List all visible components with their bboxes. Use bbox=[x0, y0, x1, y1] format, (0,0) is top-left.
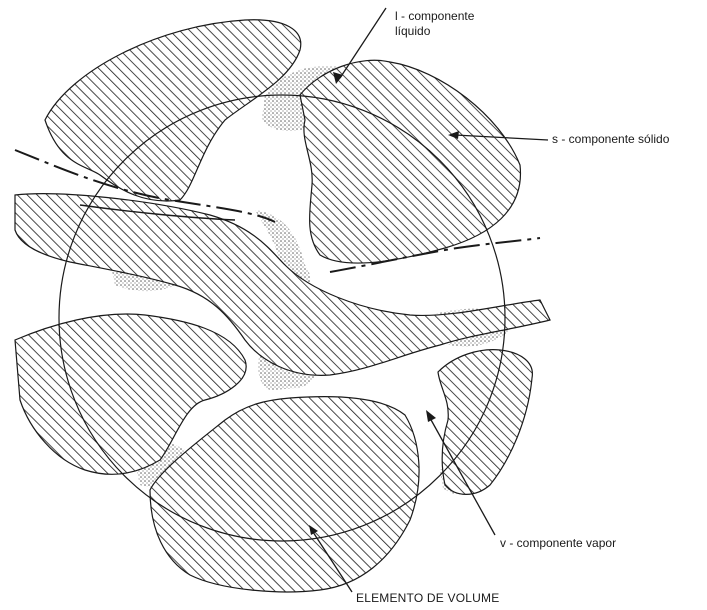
solid-particle-right bbox=[438, 350, 532, 495]
label-solid-component: s - componente sólido bbox=[552, 132, 669, 147]
arrowhead-vapor bbox=[426, 410, 436, 422]
label-volume-element: ELEMENTO DE VOLUME bbox=[356, 591, 499, 606]
label-liquid-line1: l - componente bbox=[395, 9, 474, 24]
solid-particle-bottom bbox=[150, 397, 419, 592]
label-liquid-component: l - componente líquido bbox=[395, 9, 474, 39]
solid-particle-top-left bbox=[45, 20, 301, 201]
label-vapor-component: v - componente vapor bbox=[500, 536, 616, 551]
label-liquid-line2: líquido bbox=[395, 24, 474, 39]
